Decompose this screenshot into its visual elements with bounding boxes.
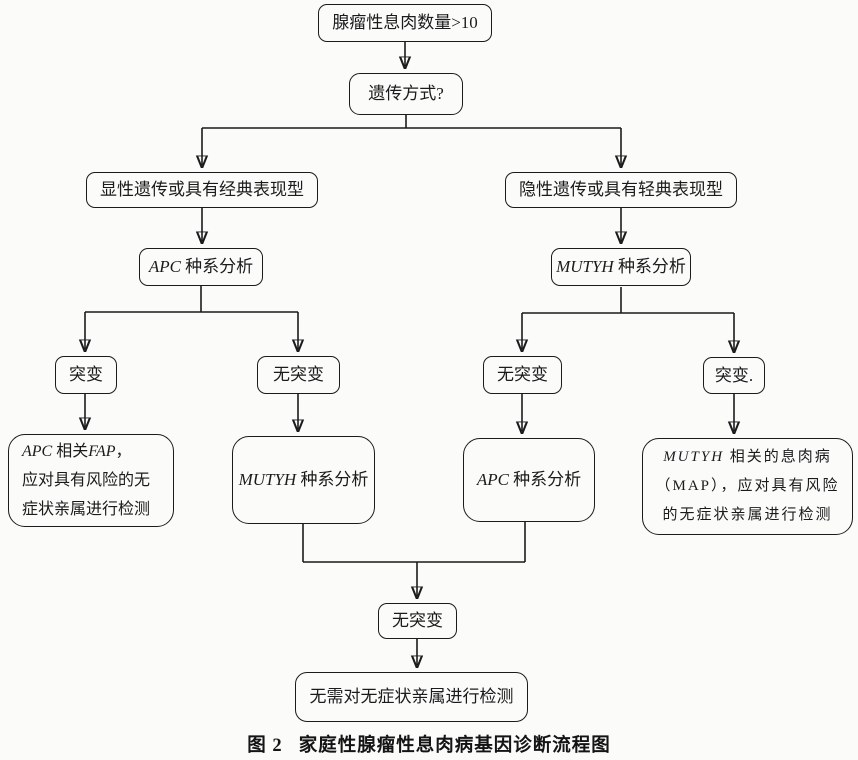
figure-title: 家庭性腺瘤性息肉病基因诊断流程图 [298, 736, 611, 756]
gene-mutyh: MUTYH [556, 257, 614, 277]
connector-merge-bottom [302, 522, 526, 563]
node-no-mutation-final: 无突变 [378, 603, 457, 639]
node-text: ， [115, 442, 132, 460]
node-label: 突变. [714, 365, 754, 385]
node-label: 腺瘤性息肉数量>10 [332, 13, 478, 33]
node-label-rest: 种系分析 [613, 257, 686, 277]
node-label-rest: 种系分析 [508, 470, 582, 490]
gene-apc: APC [476, 470, 509, 490]
connector-split-inheritance [202, 115, 621, 129]
node-mutation-left: 突变 [55, 356, 117, 394]
node-label: 无需对无症状亲属进行检测 [309, 687, 514, 707]
node-text-line: APC 相关FAP， [22, 437, 132, 466]
node-text: 相关的息肉病 [724, 448, 832, 465]
gene-mutyh: MUTYH [663, 448, 725, 465]
node-no-mutation-left: 无突变 [257, 356, 340, 394]
node-apc-germline-analysis-top: APC 种系分析 [139, 248, 263, 286]
gene-mutyh: MUTYH [238, 470, 297, 490]
node-text-line: （MAP），应对具有风险 [655, 477, 840, 494]
figure-caption: 图 2 家庭性腺瘤性息肉病基因诊断流程图 [0, 731, 858, 757]
figure-number: 图 2 [247, 736, 283, 756]
node-label: APC 种系分析 [477, 469, 581, 490]
node-no-testing-needed: 无需对无症状亲属进行检测 [295, 672, 528, 722]
node-mutyh-germline-analysis-top: MUTYH 种系分析 [551, 248, 691, 286]
node-apc-germline-analysis-mid: APC 种系分析 [463, 438, 595, 522]
node-label: MUTYH 种系分析 [239, 469, 369, 490]
connector-split-apc-top [85, 286, 298, 313]
node-text-line: MUTYH 相关的息肉病 [663, 443, 832, 472]
node-text-line: 应对具有风险的无 [22, 471, 151, 489]
gene-apc: APC [22, 442, 53, 460]
node-text-line: 症状亲属进行检测 [22, 501, 151, 519]
node-mutation-right: 突变. [703, 357, 765, 394]
node-mutyh-germline-analysis-mid: MUTYH 种系分析 [232, 436, 375, 524]
node-label: MUTYH 种系分析 [556, 256, 686, 277]
node-text-line: 的无症状亲属进行检测 [662, 507, 833, 524]
node-label: 无突变 [392, 611, 443, 631]
node-label: 无突变 [497, 365, 548, 385]
node-label: 遗传方式? [368, 84, 444, 104]
node-polyp-count: 腺瘤性息肉数量>10 [318, 4, 492, 42]
node-dominant-phenotype: 显性遗传或具有经典表现型 [86, 172, 318, 208]
node-recessive-phenotype: 隐性遗传或具有轻典表现型 [505, 172, 737, 208]
node-label-rest: 种系分析 [296, 470, 369, 490]
gene-fap: FAP [88, 442, 116, 460]
node-apc-related-fap-result: APC 相关FAP， 应对具有风险的无 症状亲属进行检测 [8, 434, 174, 527]
node-mutyh-related-map-result: MUTYH 相关的息肉病 （MAP），应对具有风险 的无症状亲属进行检测 [642, 438, 853, 535]
node-label-rest: 种系分析 [180, 257, 254, 277]
node-no-mutation-right: 无突变 [483, 356, 562, 394]
node-label: 隐性遗传或具有轻典表现型 [519, 180, 723, 200]
node-label: 显性遗传或具有经典表现型 [100, 180, 304, 200]
connector-split-mutyh-top [522, 287, 734, 314]
gene-apc: APC [148, 257, 181, 277]
node-text: 相关 [52, 442, 89, 460]
node-label: APC 种系分析 [149, 256, 253, 277]
node-inheritance-question: 遗传方式? [349, 73, 463, 115]
node-label: 突变 [69, 365, 103, 385]
node-label: 无突变 [273, 365, 324, 385]
